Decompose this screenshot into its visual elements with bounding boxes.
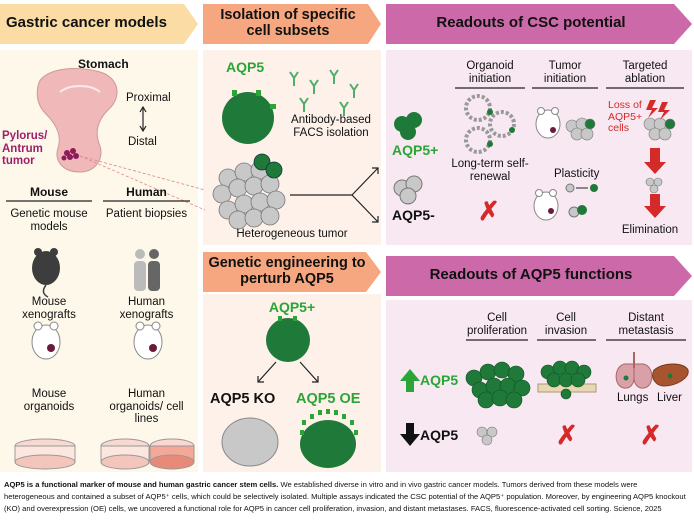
lightning-icon [646,100,670,120]
facs-label: Antibody-based FACS isolation [291,114,371,139]
aqp5-neg-label: AQP5- [392,207,435,223]
proximal-label: Proximal [126,92,171,104]
lungs-label: Lungs [617,392,649,404]
human-item-biopsy: Patient biopsies [105,208,188,220]
proliferation-label: Cell proliferation [466,312,528,337]
models-header-arrow [0,4,198,44]
figure-graphics [0,4,692,472]
down-arrow-icon [644,148,666,218]
few-cells [476,426,498,446]
models-header: Gastric cancer models [6,14,167,31]
caption-bold: AQP5 is a functional marker of mouse and… [4,480,279,489]
up-arrow-icon [400,369,420,392]
residual-cells [645,177,663,194]
ko-cell [221,417,279,467]
long-term-label: Long-term self-renewal [451,158,529,183]
people-icon [134,249,160,291]
ablation-cluster [643,117,676,141]
invasion-cluster [537,360,597,400]
genetic-header: Genetic engineering to perturb AQP5 [208,255,366,287]
figure-caption: AQP5 is a functional marker of mouse and… [4,479,690,515]
human-item-organoid: Human organoids/ cell lines [109,388,184,426]
aqp5-label: AQP5 [226,59,265,75]
genetic-arrows [257,361,319,383]
proximal-distal-arrow [139,105,147,133]
x-mark-icon-csc: ✗ [478,196,500,226]
x-mark-icon-metastasis: ✗ [640,420,662,450]
liver-icon [652,363,689,387]
csc-header: Readouts of CSC potential [436,14,626,31]
liver-label: Liver [657,392,682,404]
csc-header-arrow [386,4,692,44]
oe-label: AQP5 OE [296,391,361,407]
tumor-label-isolation: Heterogeneous tumor [236,228,348,240]
distal-label: Distal [128,136,157,148]
mouse-icon-tumor-init [535,107,561,139]
targeted-ablation-label: Targeted ablation [622,60,668,85]
tumor-cluster-small [565,117,596,141]
aqp5-neg-cells [393,175,423,205]
mouse-icon-human-xenograft [133,321,163,360]
mouse-icon-genetic [32,248,60,298]
proliferation-cluster [465,361,531,409]
caption-text: We established diverse in vitro and in v… [4,480,686,513]
mouse-item-xenograft: Mouse xenografts [22,296,76,321]
tumor-label: Pylorus/ Antrum tumor [2,130,48,168]
antibody-icon [289,69,359,116]
mouse-item-organoid: Mouse organoids [23,388,75,413]
functions-header-arrow [386,256,692,296]
cell-cluster-icon [212,153,286,230]
aqp5-pos-cells [394,112,422,140]
tumor-initiation-label: Tumor initiation [543,60,587,85]
organoid-initiation-label: Organoid initiation [466,60,514,85]
metastasis-label: Distant metastasis [618,312,674,337]
elimination-label: Elimination [621,224,679,236]
human-item-xenograft: Human xenografts [119,296,174,321]
loss-label: Loss of AQP5+ cells [608,99,643,135]
organoid-icon [464,94,516,154]
human-column-header: Human [126,185,167,199]
petri-dish-icon-mouse [14,438,76,470]
facs-split-arrow [290,167,379,223]
plasticity-label: Plasticity [554,168,600,180]
isolation-header: Isolation of specific cell subsets [220,7,356,39]
mouse-icon-xenograft [31,321,61,360]
petri-dish-icon-human-2 [149,438,195,470]
isolation-header-arrow [203,4,381,44]
invasion-label: Cell invasion [544,312,588,337]
x-mark-icon-invasion: ✗ [556,420,578,450]
aqp5-pos-label: AQP5+ [392,142,439,158]
mouse-item-genetic: Genetic mouse models [10,208,88,233]
aqp5-up-label: AQP5 [420,372,459,388]
down-arrow-icon-func [400,423,420,446]
aqp5-down-label: AQP5 [420,427,459,443]
petri-dish-icon-human-1 [100,438,150,470]
lung-icon [615,352,653,389]
plasticity-cells [565,183,598,218]
stomach-title: Stomach [78,57,129,71]
ko-label: AQP5 KO [210,391,276,407]
genetic-header-arrow [203,252,381,292]
aqp5-cell-genetic [266,316,310,362]
stomach-icon [36,68,206,211]
mouse-column-header: Mouse [29,185,68,199]
oe-cell [300,409,358,468]
mouse-icon-plasticity [533,189,559,221]
aqp5-pos-genetic-label: AQP5+ [268,299,316,315]
aqp5-cell-icon [222,90,276,144]
functions-header: Readouts of AQP5 functions [429,266,633,283]
